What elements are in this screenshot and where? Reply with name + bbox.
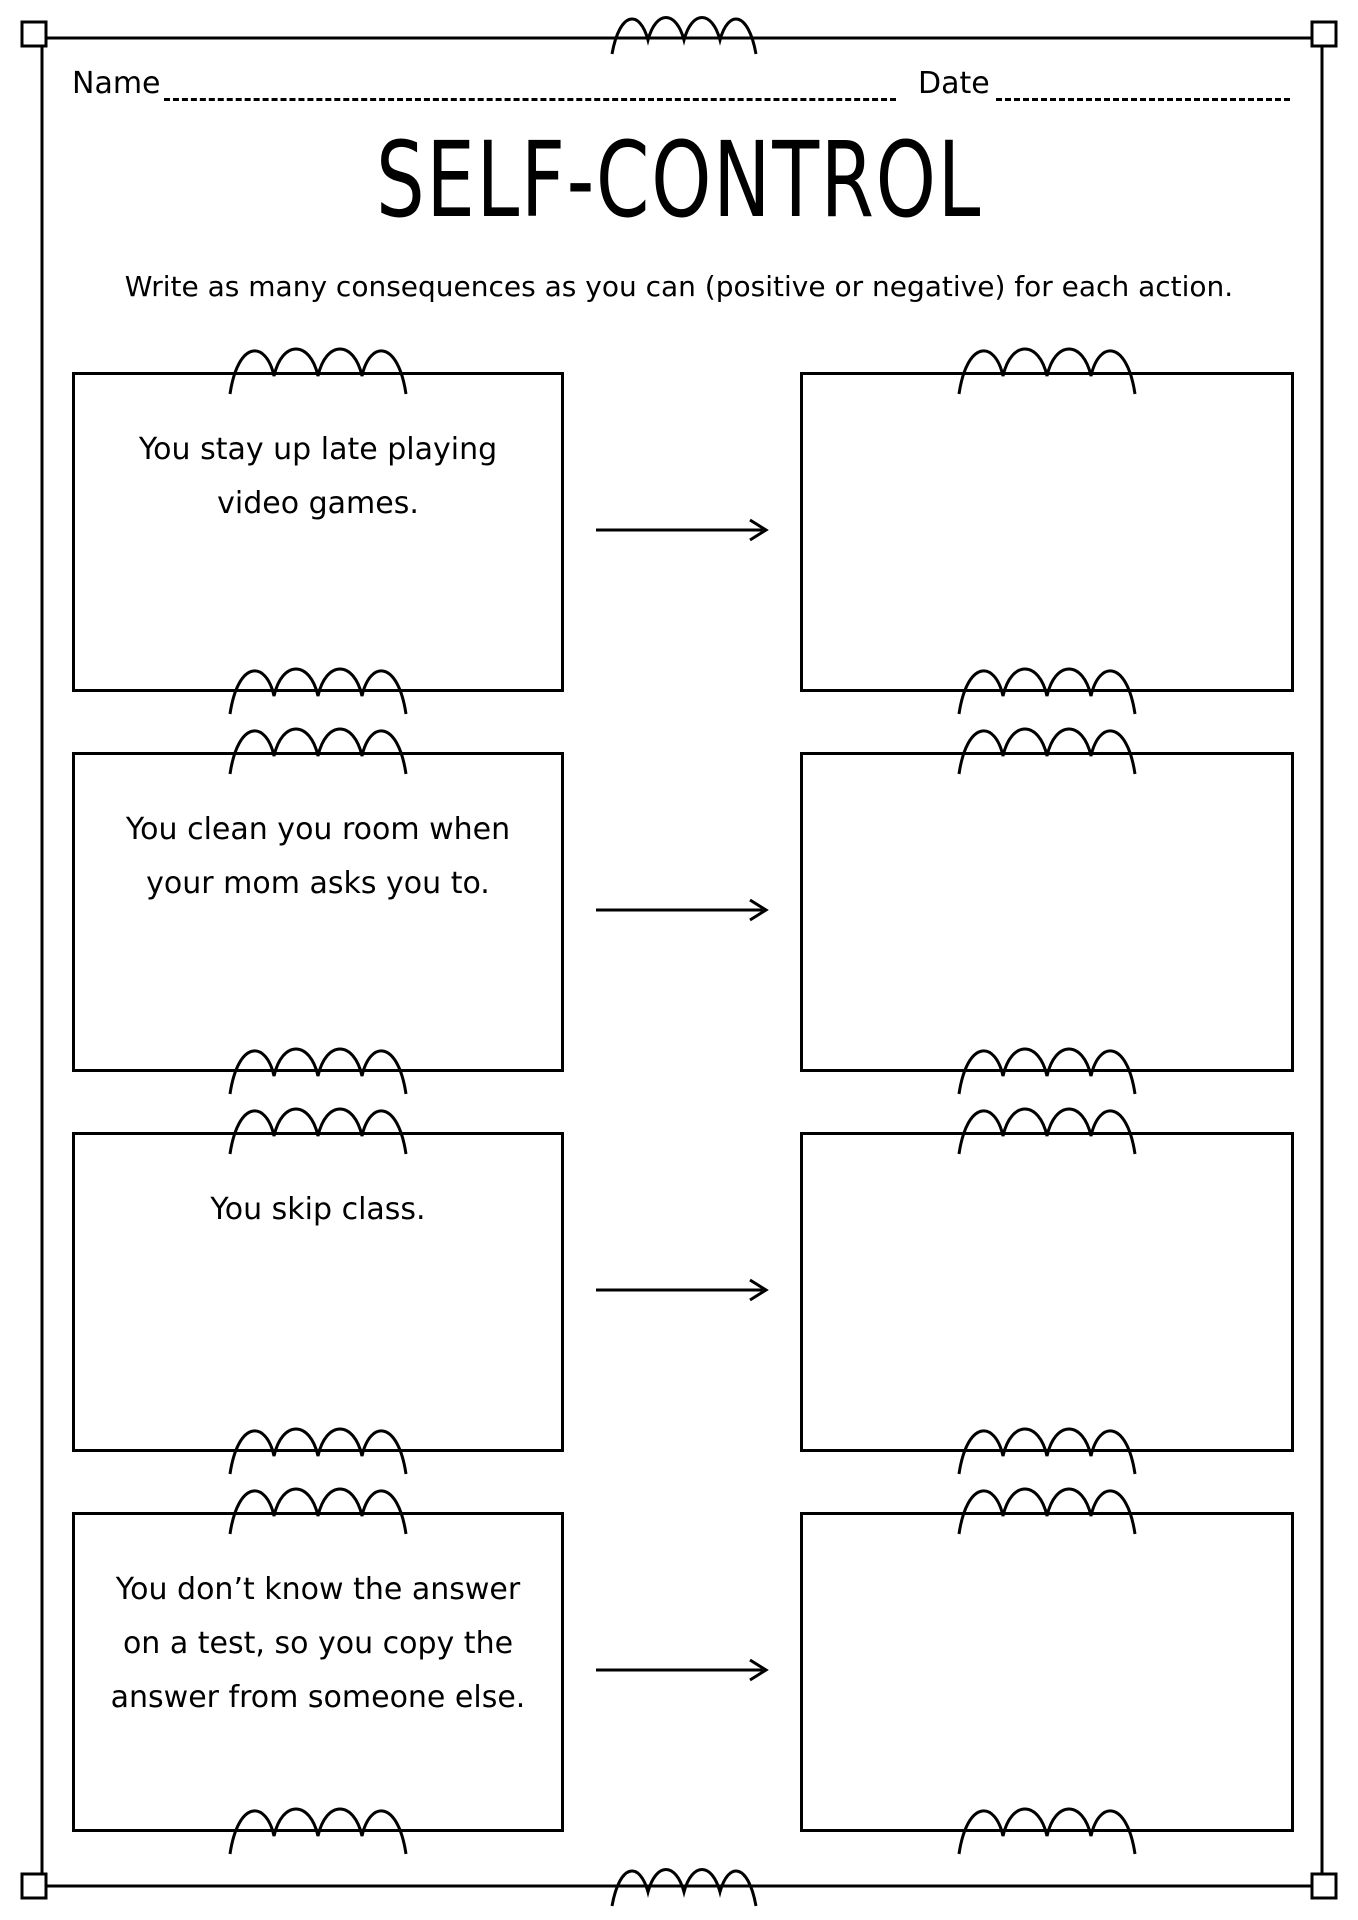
squiggle-icon	[957, 727, 1137, 775]
consequence-box[interactable]	[800, 1132, 1294, 1452]
squiggle-icon	[228, 1487, 408, 1535]
action-text: You clean you room when your mom asks yo…	[125, 812, 511, 901]
squiggle-icon	[228, 1047, 408, 1095]
squiggle-icon	[957, 1807, 1137, 1855]
squiggle-icon	[228, 727, 408, 775]
action-box: You clean you room when your mom asks yo…	[72, 752, 564, 1072]
squiggle-icon	[957, 347, 1137, 395]
action-text: You don’t know the answer on a test, so …	[110, 1572, 526, 1715]
squiggle-icon	[957, 1107, 1137, 1155]
date-field[interactable]	[996, 98, 1290, 101]
squiggle-icon	[957, 1427, 1137, 1475]
squiggle-icon	[228, 667, 408, 715]
action-box: You stay up late playing video games.	[72, 372, 564, 692]
corner-square-icon	[1310, 1872, 1338, 1900]
corner-square-icon	[20, 20, 48, 48]
squiggle-icon	[228, 347, 408, 395]
squiggle-icon	[610, 1868, 758, 1907]
squiggle-icon	[228, 1107, 408, 1155]
squiggle-icon	[957, 1487, 1137, 1535]
instructions-text: Write as many consequences as you can (p…	[124, 270, 1234, 303]
action-text: You skip class.	[210, 1192, 426, 1227]
squiggle-icon	[957, 667, 1137, 715]
action-text: You stay up late playing video games.	[138, 432, 498, 521]
name-field[interactable]	[164, 98, 896, 101]
page-title: SELF-CONTROL	[375, 119, 983, 241]
squiggle-icon	[228, 1807, 408, 1855]
arrow-right-icon	[596, 518, 769, 542]
name-label: Name	[72, 66, 161, 101]
squiggle-icon	[957, 1047, 1137, 1095]
arrow-right-icon	[596, 898, 769, 922]
action-box: You skip class.	[72, 1132, 564, 1452]
arrow-right-icon	[596, 1658, 769, 1682]
squiggle-icon	[228, 1427, 408, 1475]
date-label: Date	[918, 66, 990, 101]
corner-square-icon	[1310, 20, 1338, 48]
corner-square-icon	[20, 1872, 48, 1900]
squiggle-icon	[610, 16, 758, 55]
arrow-right-icon	[596, 1278, 769, 1302]
consequence-box[interactable]	[800, 1512, 1294, 1832]
